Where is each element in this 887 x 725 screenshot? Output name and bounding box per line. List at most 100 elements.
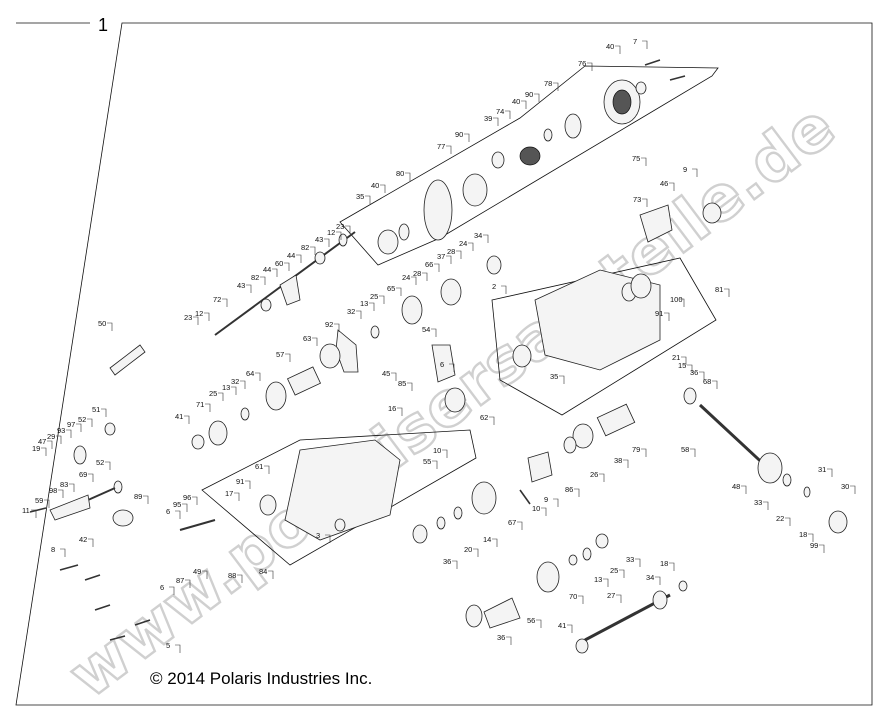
main-case-group-box [201, 429, 477, 566]
callout-label: 47 [38, 437, 46, 446]
bearing-35b-part [512, 344, 532, 368]
callout-leader [192, 496, 198, 505]
callout-leader [506, 636, 512, 645]
callout-leader [365, 195, 371, 204]
shift-shaft-17 [179, 519, 216, 531]
callout-leader [41, 447, 47, 456]
callout-leader [310, 246, 316, 255]
clutch-carrier-hub [612, 89, 632, 115]
callout-leader [619, 569, 625, 578]
callout-label: 13 [222, 383, 230, 392]
cover-89-part [112, 509, 134, 527]
callout-leader [559, 375, 565, 384]
callout-leader [681, 356, 687, 365]
callout-leader [578, 595, 584, 604]
callout-label: 66 [425, 260, 433, 269]
callout-label: 38 [614, 456, 622, 465]
plate-86-part [527, 451, 553, 483]
callout-label: 63 [303, 334, 311, 343]
gear-93-part [73, 445, 87, 465]
callout-label: 89 [134, 492, 142, 501]
callout-label: 19 [32, 444, 40, 453]
callout-label: 12 [195, 309, 203, 318]
callout-label: 35 [356, 192, 364, 201]
callout-leader [699, 371, 705, 380]
bracket-73-part [639, 204, 673, 243]
callout-leader [819, 544, 825, 553]
callout-leader [411, 276, 417, 285]
callout-label: 28 [447, 247, 455, 256]
callout-leader [616, 594, 622, 603]
callout-leader [312, 337, 318, 346]
gear-70-part [536, 561, 560, 593]
sprocket-63-part [319, 343, 341, 369]
bolt-11 [29, 507, 47, 513]
callout-leader [69, 483, 75, 492]
callout-leader [66, 429, 72, 438]
callout-leader [47, 440, 53, 449]
callout-label: 5 [166, 641, 170, 650]
callout-leader [380, 184, 386, 193]
callout-leader [635, 558, 641, 567]
spider-gear-cluster [519, 146, 541, 166]
callout-leader [345, 225, 351, 234]
callout-label: 8 [51, 545, 55, 554]
callout-leader [567, 624, 573, 633]
callout-leader [446, 255, 452, 264]
callout-label: 50 [98, 319, 106, 328]
callout-leader [184, 415, 190, 424]
callout-label: 18 [660, 559, 668, 568]
bearing-35-part [377, 229, 399, 255]
bracket-59-part [49, 494, 91, 521]
bolt-8b [84, 574, 101, 581]
callout-label: 56 [527, 616, 535, 625]
callout-label: 33 [626, 555, 634, 564]
callout-label: 93 [57, 426, 65, 435]
callout-leader [284, 262, 290, 271]
callout-leader [442, 449, 448, 458]
callout-label: 92 [325, 320, 333, 329]
diagram-frame [15, 22, 873, 706]
callout-leader [534, 93, 540, 102]
callout-leader [449, 363, 455, 372]
callout-label: 12 [327, 228, 335, 237]
callout-leader [692, 168, 698, 177]
callout-leader [468, 242, 474, 251]
callout-label: 99 [810, 541, 818, 550]
callout-leader [325, 534, 331, 543]
shift-rail-parts [214, 231, 356, 336]
bearing-41-part [191, 434, 205, 450]
callout-label: 74 [496, 107, 504, 116]
gear-64-part [265, 381, 287, 411]
callout-label: 91 [655, 309, 663, 318]
output-shaft-group-box [339, 65, 719, 266]
callout-label: 2 [492, 282, 496, 291]
callout-leader [655, 576, 661, 585]
bolt-8 [59, 564, 79, 571]
callout-leader [712, 380, 718, 389]
callout-label: 13 [594, 575, 602, 584]
callout-leader [222, 298, 228, 307]
callout-leader [237, 574, 243, 583]
main-case-84 [284, 439, 401, 541]
callout-label: 62 [480, 413, 488, 422]
callout-leader [690, 448, 696, 457]
callout-label: 59 [35, 496, 43, 505]
callout-leader [169, 586, 175, 595]
callout-leader [603, 578, 609, 587]
callout-leader [56, 435, 62, 444]
left-small-parts [49, 422, 346, 532]
callout-label: 77 [437, 142, 445, 151]
callout-label: 30 [841, 482, 849, 491]
callout-label: 25 [370, 292, 378, 301]
callout-label: 43 [237, 281, 245, 290]
gear-67-part [471, 481, 497, 515]
callout-label: 10 [433, 446, 441, 455]
callout-leader [246, 284, 252, 293]
callout-label: 44 [263, 265, 271, 274]
sheet-number: 1 [98, 15, 108, 35]
hub-56-part [483, 597, 521, 629]
callout-leader [218, 392, 224, 401]
callout-label: 42 [79, 535, 87, 544]
